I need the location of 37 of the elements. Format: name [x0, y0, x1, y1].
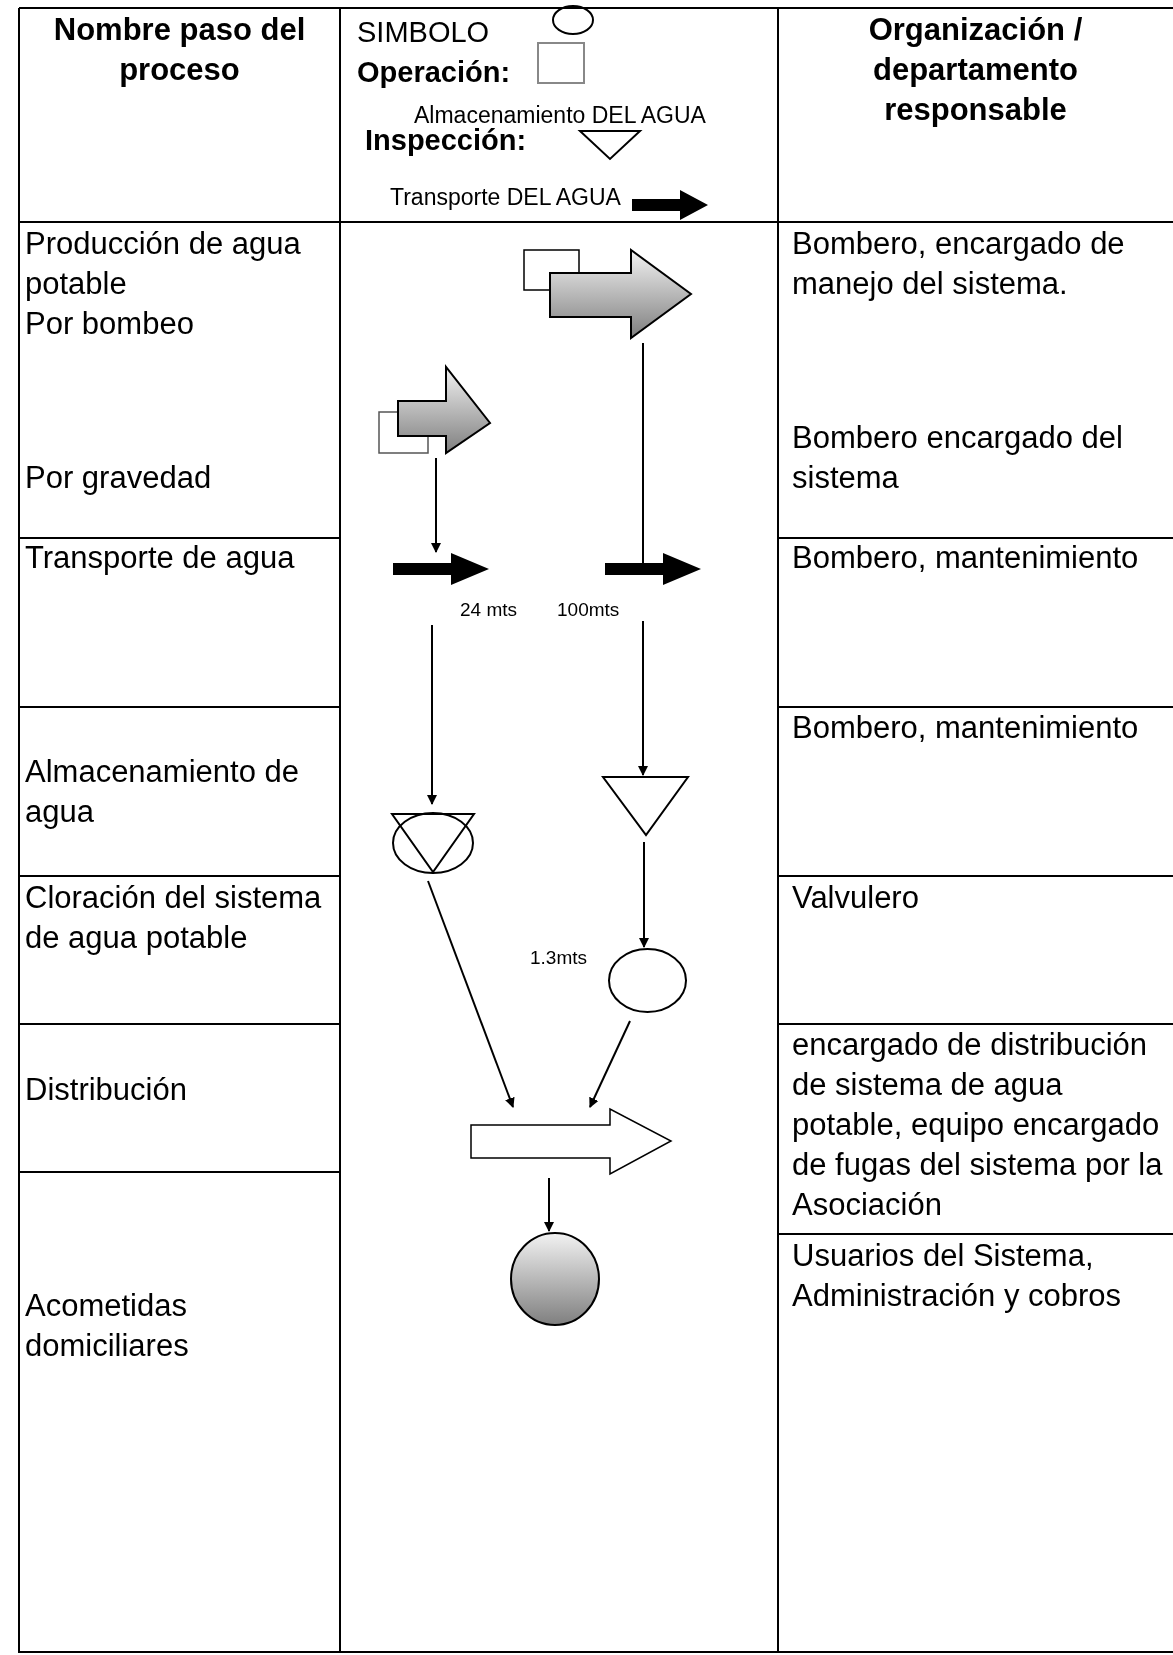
step-name: Por gravedad [25, 459, 213, 497]
responsible-text: Bombero, encargado de manejo del sistema. [792, 225, 1126, 303]
responsible-text: Bombero encargado del sistema [792, 419, 1124, 497]
arrow [639, 841, 649, 948]
responsible-text: Bombero, mantenimiento [792, 539, 1140, 577]
arrow [427, 624, 437, 805]
step-name: Acometidas domiciliares [25, 1287, 190, 1365]
legend-text: Transporte DEL AGUA [390, 184, 621, 210]
step-name: Cloración del sistema de agua potable [25, 879, 323, 957]
symbol-heading: SIMBOLO [357, 15, 490, 50]
column-header: Nombre paso del proceso [52, 11, 307, 89]
arrow-symbol [605, 553, 701, 585]
legend-text: Operación: [357, 55, 511, 90]
step-name: Distribución [25, 1071, 188, 1109]
responsible-text: Usuarios del Sistema, Administración y cobros [792, 1237, 1123, 1315]
arrow-symbol [393, 553, 489, 585]
arrow [544, 1177, 554, 1232]
arrow [638, 620, 648, 776]
column-header: Organización / departamento responsable [867, 11, 1084, 129]
responsible-text: encargado de distribución de sistema de agua potable, equipo encargado de fugas del sistema por la Asociación [792, 1026, 1164, 1224]
distance-label: 24 mts [460, 598, 518, 622]
responsible-text: Bombero, mantenimiento [792, 709, 1140, 747]
responsible-text: Valvulero [792, 879, 920, 917]
step-name: Producción de agua potable [25, 225, 302, 303]
arrow [589, 1020, 631, 1108]
step-name: Almacenamiento de agua [25, 753, 300, 831]
distance-label: 1.3mts [530, 946, 588, 970]
distance-label: 100mts [557, 598, 620, 622]
circle-symbol [608, 948, 687, 1013]
arrow-symbol [470, 1108, 673, 1175]
step-name: Transporte de agua [25, 539, 296, 577]
step-name: Por bombeo [25, 305, 195, 343]
circle-symbol [510, 1232, 600, 1326]
square-and-arrow-symbol [378, 366, 492, 454]
square-and-arrow-symbol [523, 249, 693, 340]
triangle-symbol [602, 776, 689, 836]
arrow [427, 880, 515, 1108]
